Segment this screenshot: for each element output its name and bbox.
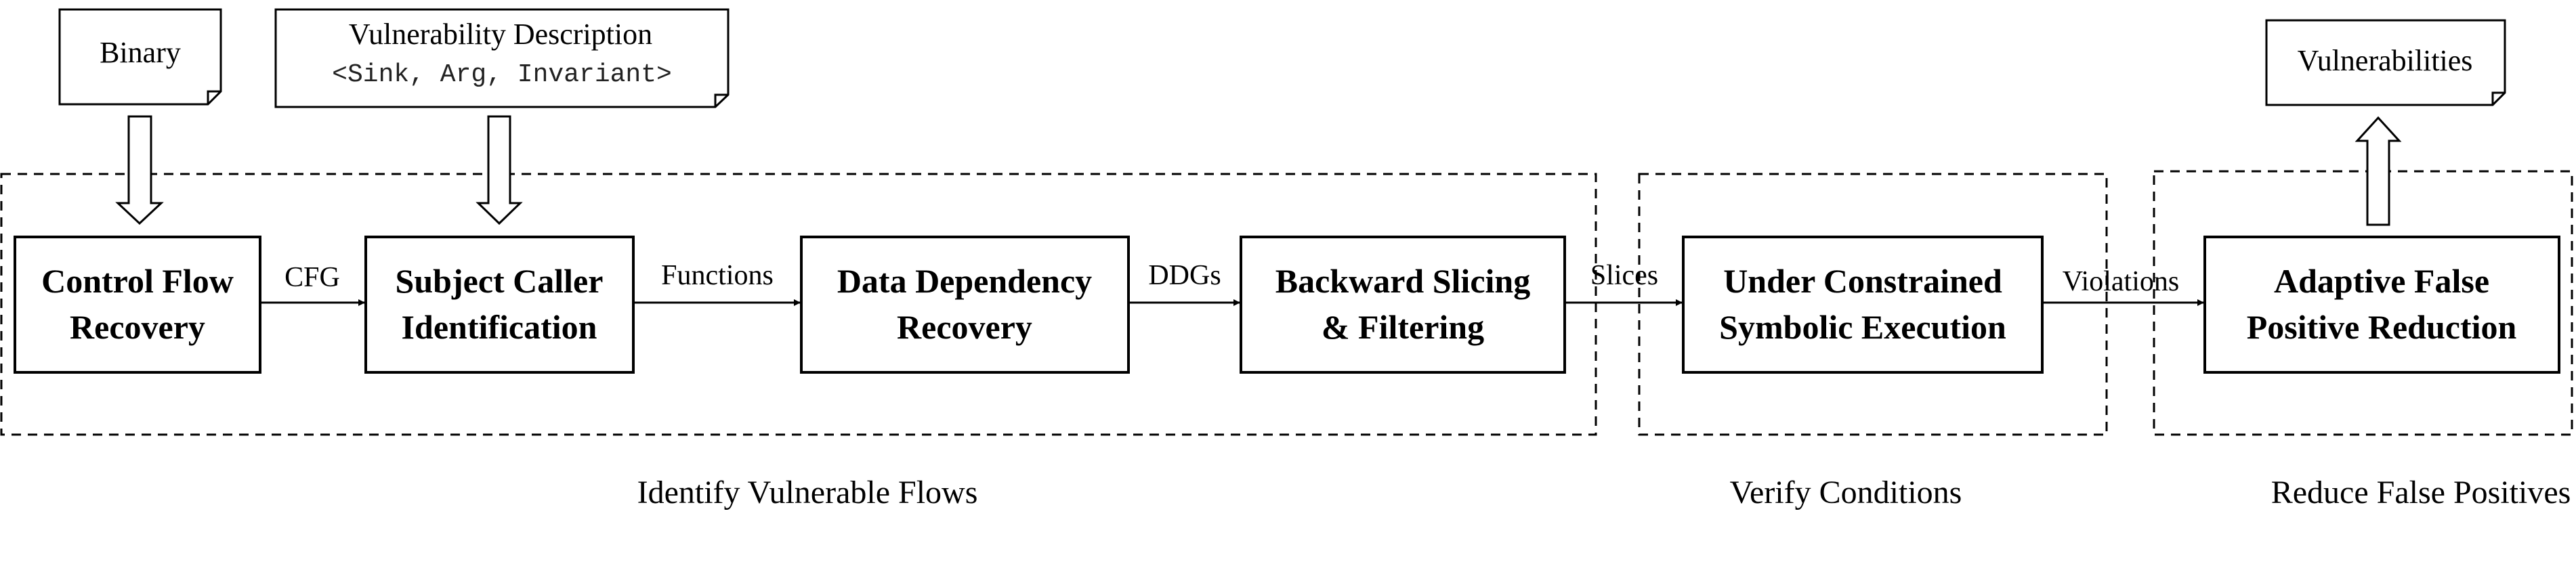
vulnerabilities-output-arrow [2355, 116, 2402, 226]
vulnerabilities-document: Vulnerabilities [2265, 19, 2506, 106]
binary-document: Binary [58, 8, 222, 106]
stage-data-dependency-recovery: Data Dependency Recovery [800, 236, 1130, 374]
stage-symbolic-execution-line-1: Under Constrained [1723, 262, 2002, 300]
stage-subject-caller-line-2: Identification [402, 308, 597, 346]
stage-data-dependency-line-1: Data Dependency [837, 262, 1092, 300]
stage-false-positive-line-1: Adaptive False [2274, 262, 2489, 300]
edge-functions-label: Functions [661, 260, 774, 291]
stage-backward-slicing-filtering: Backward Slicing & Filtering [1240, 236, 1566, 374]
stage-data-dependency-line-2: Recovery [897, 308, 1032, 346]
group-reduce-label: Reduce False Positives [2271, 475, 2571, 510]
stage-subject-caller-identification: Subject Caller Identification [364, 236, 635, 374]
binary-input-arrow [115, 115, 164, 225]
stage-control-flow-recovery: Control Flow Recovery [14, 236, 261, 374]
vulnerability-description-tuple: <Sink, Arg, Invariant> [332, 60, 672, 89]
stage-adaptive-false-positive-reduction: Adaptive False Positive Reduction [2203, 236, 2560, 374]
vulnerabilities-label: Vulnerabilities [2298, 44, 2473, 77]
stage-under-constrained-symbolic-execution: Under Constrained Symbolic Execution [1682, 236, 2044, 374]
group-verify-label: Verify Conditions [1730, 475, 1962, 510]
stage-control-flow-line-1: Control Flow [41, 262, 234, 300]
vulnerability-description-title: Vulnerability Description [349, 18, 652, 51]
stage-control-flow-line-2: Recovery [70, 308, 205, 346]
edge-cfg-label: CFG [284, 262, 340, 293]
stage-subject-caller-line-1: Subject Caller [396, 262, 604, 300]
edge-violations-label: Violations [2063, 266, 2179, 297]
vulnerability-description-document: Vulnerability Description <Sink, Arg, In… [274, 8, 730, 108]
binary-label: Binary [100, 36, 181, 69]
stage-backward-slicing-line-2: & Filtering [1322, 308, 1484, 346]
group-identify-box [0, 173, 1597, 436]
vulnerability-description-input-arrow [476, 115, 523, 225]
edge-slices-label: Slices [1590, 260, 1658, 291]
group-verify-box [1638, 173, 2108, 436]
stage-symbolic-execution-line-2: Symbolic Execution [1719, 308, 2006, 346]
edge-ddgs-label: DDGs [1148, 260, 1221, 291]
stage-false-positive-line-2: Positive Reduction [2247, 308, 2517, 346]
stage-backward-slicing-line-1: Backward Slicing [1275, 262, 1530, 300]
group-identify-label: Identify Vulnerable Flows [637, 475, 978, 510]
